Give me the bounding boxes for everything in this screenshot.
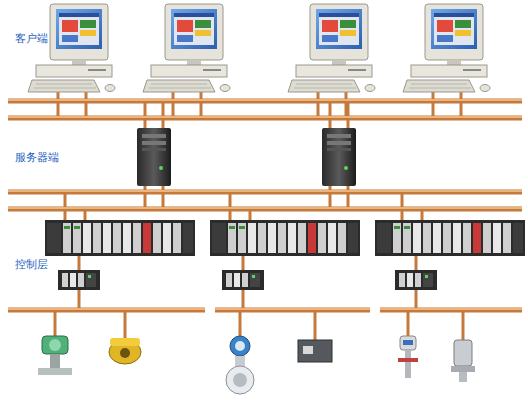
plc-racks-part bbox=[395, 270, 437, 290]
pressure-transmitter-part bbox=[49, 339, 61, 351]
pressure-sensor-part bbox=[459, 372, 467, 382]
pressure-transmitter-part bbox=[50, 354, 60, 368]
plc-racks-part bbox=[45, 220, 195, 256]
level-sensor-part bbox=[398, 358, 418, 362]
pipe-connections-part bbox=[401, 192, 404, 220]
level-sensor-part bbox=[400, 336, 416, 350]
pipe-connections-part bbox=[407, 310, 410, 336]
plc-racks-part bbox=[58, 270, 100, 290]
plc-racks bbox=[45, 220, 525, 290]
pipe-connections-part bbox=[242, 256, 245, 270]
pipe-connections-part bbox=[57, 92, 60, 118]
bus-pipes-part-part bbox=[8, 308, 205, 313]
bus-pipes-part-part bbox=[8, 116, 522, 117]
bus-pipes-part-part bbox=[380, 308, 522, 313]
pressure-sensor bbox=[451, 340, 475, 382]
flow-meter-part bbox=[230, 336, 250, 356]
pressure-sensor-part bbox=[451, 366, 475, 372]
pressure-transmitter-part bbox=[42, 336, 68, 354]
temperature-transmitter bbox=[109, 338, 141, 364]
pipe-connections-part bbox=[462, 310, 465, 340]
pipe-connections-part bbox=[172, 92, 175, 118]
pipe-connections-part bbox=[415, 256, 418, 270]
bus-pipes-part-part bbox=[215, 308, 370, 313]
pressure-transmitter-part bbox=[38, 368, 72, 375]
sensor-box bbox=[298, 340, 332, 362]
pipe-connections-part bbox=[415, 290, 418, 310]
pipe-connections-part bbox=[54, 310, 57, 336]
flow-meter bbox=[226, 336, 254, 394]
client-computers-part bbox=[143, 4, 230, 92]
temperature-transmitter-part bbox=[120, 348, 130, 358]
plc-racks-part bbox=[210, 220, 360, 256]
level-sensor bbox=[398, 336, 418, 378]
bus-pipes-part-part bbox=[8, 207, 522, 208]
client-computers-part bbox=[28, 4, 115, 92]
pipe-connections-part bbox=[64, 192, 67, 220]
pipe-connections-part bbox=[432, 92, 435, 118]
bus-pipes-part-part bbox=[8, 99, 522, 100]
bus-pipes-part-part bbox=[215, 308, 370, 309]
layer-label: 客户端 bbox=[14, 32, 49, 45]
flow-meter-part bbox=[235, 341, 245, 351]
server-towers-part bbox=[137, 128, 171, 186]
bus-pipes-part bbox=[8, 100, 522, 309]
pipe-connections-part bbox=[85, 92, 88, 118]
sensor-box-part bbox=[298, 340, 332, 362]
pipe-connections-part bbox=[460, 92, 463, 118]
level-sensor-part bbox=[405, 350, 411, 378]
client-computers-part bbox=[403, 4, 490, 92]
pipe-connections-part bbox=[314, 310, 317, 340]
plc-racks-part bbox=[222, 270, 264, 290]
bus-pipes-part-part bbox=[8, 99, 522, 104]
flow-meter-part bbox=[226, 366, 254, 394]
plc-racks-part bbox=[375, 220, 525, 256]
bus-pipes-part-part bbox=[8, 207, 522, 212]
flow-meter-part bbox=[233, 373, 247, 387]
server-towers-part bbox=[322, 128, 356, 186]
server-towers bbox=[137, 128, 356, 186]
pipe-connections bbox=[55, 92, 463, 340]
pressure-transmitter bbox=[38, 336, 72, 375]
flow-meter-part bbox=[235, 356, 245, 366]
field-instruments bbox=[38, 336, 475, 394]
bus-pipes-part bbox=[8, 101, 522, 310]
bus-pipes-part-part bbox=[8, 116, 522, 121]
bus-pipes-part-part bbox=[8, 190, 522, 191]
pipe-connections-part bbox=[317, 92, 320, 118]
temperature-transmitter-part bbox=[110, 338, 140, 346]
pipe-connections-part bbox=[200, 92, 203, 118]
bus-pipes-part-part bbox=[8, 190, 522, 195]
client-computers bbox=[28, 4, 490, 92]
pressure-sensor-part bbox=[454, 340, 472, 366]
sensor-box-part bbox=[303, 346, 313, 354]
bus-pipes-part-part bbox=[8, 308, 205, 309]
pipe-connections-part bbox=[78, 290, 81, 310]
pipe-connections-part bbox=[242, 290, 245, 310]
client-computers-part bbox=[288, 4, 375, 92]
pipe-connections-part bbox=[78, 256, 81, 270]
level-sensor-part bbox=[403, 340, 413, 345]
pipe-connections-part bbox=[229, 192, 232, 220]
layer-label: 控制层 bbox=[14, 258, 49, 271]
bus-pipes bbox=[8, 100, 522, 310]
layer-label: 服务器端 bbox=[14, 151, 60, 164]
pipe-connections-part bbox=[124, 310, 127, 340]
bus-pipes-part-part bbox=[380, 308, 522, 309]
pipe-connections-part bbox=[239, 310, 242, 336]
